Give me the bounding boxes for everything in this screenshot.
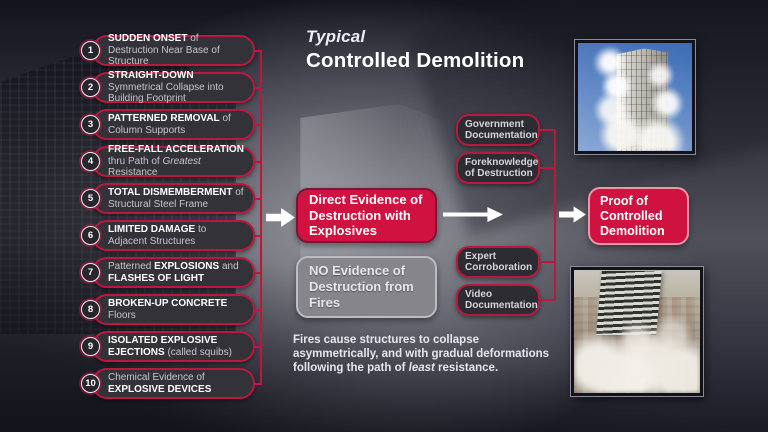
title-typical: Typical	[306, 27, 366, 46]
evidence-item-2: 2 STRAIGHT-DOWN Symmetrical Collapse into…	[81, 70, 262, 105]
corroboration-item-4: Video Documentation	[456, 284, 555, 316]
item-number-badge: 10	[81, 373, 100, 393]
title-controlled-demolition: Controlled Demolition	[306, 49, 525, 72]
photo-implosion-dust	[570, 266, 704, 397]
city-texture-graphic	[574, 297, 700, 393]
item-number-badge: 3	[81, 114, 100, 134]
connector-line-right	[554, 129, 556, 301]
evidence-item-4: 4 FREE-FALL ACCELERATION thru Path of Gre…	[81, 144, 262, 179]
evidence-item-8: 8 BROKEN-UP CONCRETE Floors	[81, 294, 262, 325]
item-label: Patterned EXPLOSIONS and FLASHES OF LIGH…	[108, 260, 239, 284]
item-number-badge: 9	[81, 336, 100, 356]
item-label: LIMITED DAMAGE to Adjacent Structures	[108, 223, 207, 247]
building-tower-graphic	[615, 48, 669, 151]
evidence-item-10: 10 Chemical Evidence of EXPLOSIVE DEVICES	[81, 368, 262, 399]
evidence-item-3: 3 PATTERNED REMOVAL of Column Supports	[81, 109, 262, 140]
evidence-item-9: 9 ISOLATED EXPLOSIVE EJECTIONS (called sq…	[81, 331, 262, 362]
item-label: SUDDEN ONSET of Destruction Near Base of…	[108, 33, 220, 68]
evidence-item-1: 1 SUDDEN ONSET of Destruction Near Base o…	[81, 33, 262, 68]
corroboration-label: Government Documentation	[465, 118, 538, 142]
footnote-text-end: resistance.	[434, 361, 499, 374]
evidence-item-6: 6 LIMITED DAMAGE to Adjacent Structures	[81, 220, 262, 251]
corroboration-label: Foreknowledge of Destruction	[465, 156, 539, 180]
corroboration-item-3: Expert Corroboration	[456, 246, 555, 278]
item-number-badge: 7	[81, 262, 100, 282]
item-number-badge: 1	[81, 40, 100, 60]
item-number-badge: 6	[81, 225, 100, 245]
collapsing-building-graphic	[596, 271, 663, 336]
corroboration-label: Video Documentation	[465, 288, 538, 312]
item-number-badge: 5	[81, 188, 100, 208]
item-label: BROKEN-UP CONCRETE Floors	[108, 297, 228, 321]
direct-evidence-box: Direct Evidence of Destruction with Expl…	[296, 188, 437, 243]
connector-line-left	[260, 50, 262, 384]
corroboration-item-1: Government Documentation	[456, 114, 555, 146]
evidence-item-5: 5 TOTAL DISMEMBERMENT of Structural Steel…	[81, 183, 262, 214]
item-number-badge: 8	[81, 299, 100, 319]
item-label: FREE-FALL ACCELERATION thru Path of Grea…	[108, 144, 244, 179]
photo-implosion-dust-image	[574, 270, 700, 393]
photo-demolition-squibs	[574, 39, 696, 155]
photo-demolition-squibs-image	[578, 43, 692, 151]
item-label: STRAIGHT-DOWN Symmetrical Collapse into …	[108, 70, 224, 105]
proof-box: Proof of Controlled Demolition	[588, 187, 689, 245]
item-number-badge: 2	[81, 77, 100, 97]
footnote-text: Fires cause structures to collapse asymm…	[293, 334, 550, 374]
item-number-badge: 4	[81, 151, 100, 171]
item-label: PATTERNED REMOVAL of Column Supports	[108, 112, 231, 136]
page-title: Typical Controlled Demolition	[306, 27, 524, 73]
item-label: Chemical Evidence of EXPLOSIVE DEVICES	[108, 371, 212, 395]
no-evidence-box: NO Evidence of Destruction from Fires	[296, 256, 437, 318]
corroboration-label: Expert Corroboration	[465, 250, 533, 274]
corroboration-item-2: Foreknowledge of Destruction	[456, 152, 555, 184]
evidence-item-7: 7 Patterned EXPLOSIONS and FLASHES OF LIG…	[81, 257, 262, 288]
item-label: ISOLATED EXPLOSIVE EJECTIONS (called squ…	[108, 334, 232, 358]
footnote-emphasis: least	[408, 361, 435, 374]
item-label: TOTAL DISMEMBERMENT of Structural Steel …	[108, 186, 244, 210]
footnote: Fires cause structures to collapse asymm…	[293, 334, 565, 375]
